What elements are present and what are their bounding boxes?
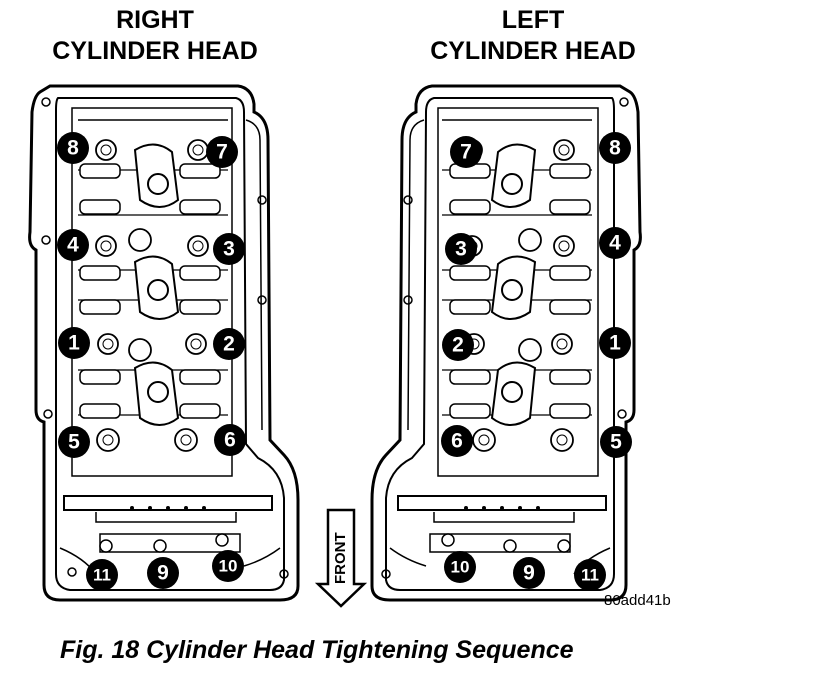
- bolt-sequence-number: 5: [610, 431, 622, 454]
- bolt-badge: 8: [599, 132, 631, 164]
- bolt-badge-circle: [442, 329, 474, 361]
- bolt-sequence-number: 11: [93, 565, 111, 584]
- bolt-sequence-number: 7: [216, 141, 228, 164]
- bolt-badge-circle: [58, 327, 90, 359]
- bolt-badge: 6: [441, 425, 473, 457]
- bolt-badge: 1: [58, 327, 90, 359]
- bolt-sequence-number: 3: [223, 238, 235, 261]
- bolt-badge-circle: [214, 424, 246, 456]
- bolt-badge-circle: [58, 426, 90, 458]
- bolt-sequence-number: 4: [67, 234, 79, 257]
- bolt-sequence-number: 1: [68, 332, 80, 355]
- bolt-badge-circle: [513, 557, 545, 589]
- bolt-badge: 3: [213, 233, 245, 265]
- bolt-badge-circle: [444, 551, 476, 583]
- bolt-badge: 4: [57, 229, 89, 261]
- bolt-badge-circle: [86, 559, 118, 591]
- bolt-sequence-number: 4: [609, 232, 621, 255]
- left-cylinder-head-title: LEFT CYLINDER HEAD: [383, 5, 683, 67]
- bolt-badge: 3: [445, 233, 477, 265]
- bolt-badge-circle: [441, 425, 473, 457]
- figure-caption: Fig. 18 Cylinder Head Tightening Sequenc…: [60, 636, 574, 664]
- bolt-sequence-number: 2: [223, 333, 235, 356]
- bolt-badge-circle: [599, 327, 631, 359]
- bolt-sequence-number: 8: [609, 137, 621, 160]
- bolt-sequence-number: 7: [460, 141, 472, 164]
- bolt-badge: 5: [58, 426, 90, 458]
- figure-code: 80add41b: [604, 592, 671, 609]
- bolt-badge-circle: [600, 426, 632, 458]
- bolt-sequence-number: 10: [451, 557, 470, 576]
- bolt-badge: 5: [600, 426, 632, 458]
- bolt-badge: 4: [599, 227, 631, 259]
- bolt-badge: 11: [574, 559, 606, 591]
- bolt-badge: 10: [444, 551, 476, 583]
- bolt-badge: 9: [147, 557, 179, 589]
- bolt-badge-circle: [206, 136, 238, 168]
- bolt-badge-circle: [445, 233, 477, 265]
- right-head-bolt-sequence: 8 7 4 3 1 2 5 6 11 9 10: [57, 132, 246, 591]
- bolt-badge-circle: [213, 328, 245, 360]
- bolt-badge-circle: [212, 550, 244, 582]
- bolt-badge-circle: [147, 557, 179, 589]
- bolt-badge-circle: [57, 229, 89, 261]
- bolt-sequence-number: 11: [581, 565, 599, 584]
- bolt-sequence-number: 6: [224, 429, 236, 452]
- bolt-badge: 9: [513, 557, 545, 589]
- bolt-sequence-number: 1: [609, 332, 621, 355]
- bolt-sequence-number: 5: [68, 431, 80, 454]
- front-label: FRONT: [332, 532, 349, 584]
- bolt-badge: 10: [212, 550, 244, 582]
- left-title-line2: CYLINDER HEAD: [430, 37, 636, 65]
- bolt-badge-circle: [213, 233, 245, 265]
- bolt-sequence-number: 9: [157, 562, 169, 585]
- bolt-badge: 8: [57, 132, 89, 164]
- bolt-sequence-number: 8: [67, 137, 79, 160]
- bolt-badge-circle: [450, 136, 482, 168]
- bolt-sequence-number: 2: [452, 334, 464, 357]
- front-arrow: FRONT: [314, 508, 368, 608]
- right-cylinder-head-title: RIGHT CYLINDER HEAD: [5, 5, 305, 67]
- bolt-sequence-number: 3: [455, 238, 467, 261]
- bolt-badge: 2: [442, 329, 474, 361]
- left-title-line1: LEFT: [501, 6, 565, 34]
- bolt-badge: 11: [86, 559, 118, 591]
- bolt-sequence-number: 9: [523, 562, 535, 585]
- bolt-badge-circle: [57, 132, 89, 164]
- bolt-badge: 7: [450, 136, 482, 168]
- bolt-badge: 1: [599, 327, 631, 359]
- bolt-badge: 6: [214, 424, 246, 456]
- right-title-line2: CYLINDER HEAD: [52, 37, 258, 65]
- bolt-badge: 7: [206, 136, 238, 168]
- right-title-line1: RIGHT: [116, 6, 194, 34]
- bolt-badge-circle: [574, 559, 606, 591]
- bolt-badge-circle: [599, 227, 631, 259]
- bolt-sequence-number: 6: [451, 430, 463, 453]
- left-head-bolt-sequence: 7 8 3 4 2 1 6 5 10 9 11: [441, 132, 632, 591]
- bolt-badge-circle: [599, 132, 631, 164]
- bolt-badge: 2: [213, 328, 245, 360]
- bolt-sequence-number: 10: [219, 556, 238, 575]
